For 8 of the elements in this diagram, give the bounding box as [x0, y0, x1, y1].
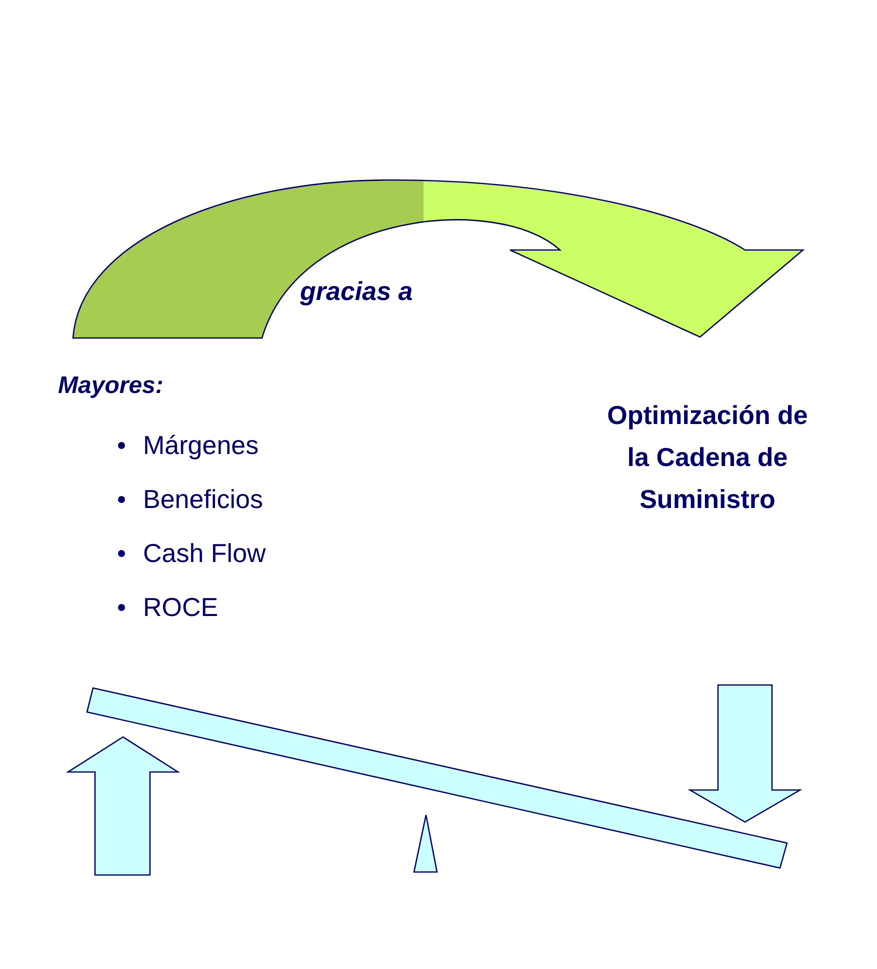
list-item: ROCE [143, 591, 218, 624]
list-item: Beneficios [143, 483, 263, 516]
heading: Mayores: [58, 371, 164, 401]
edge-label: gracias a [300, 275, 413, 308]
heading: Optimización de la Cadena de Suministro [606, 399, 809, 516]
list-item: Cash Flow [143, 537, 266, 570]
curved-arrow [72, 179, 804, 339]
list-item: Márgenes [143, 429, 259, 462]
